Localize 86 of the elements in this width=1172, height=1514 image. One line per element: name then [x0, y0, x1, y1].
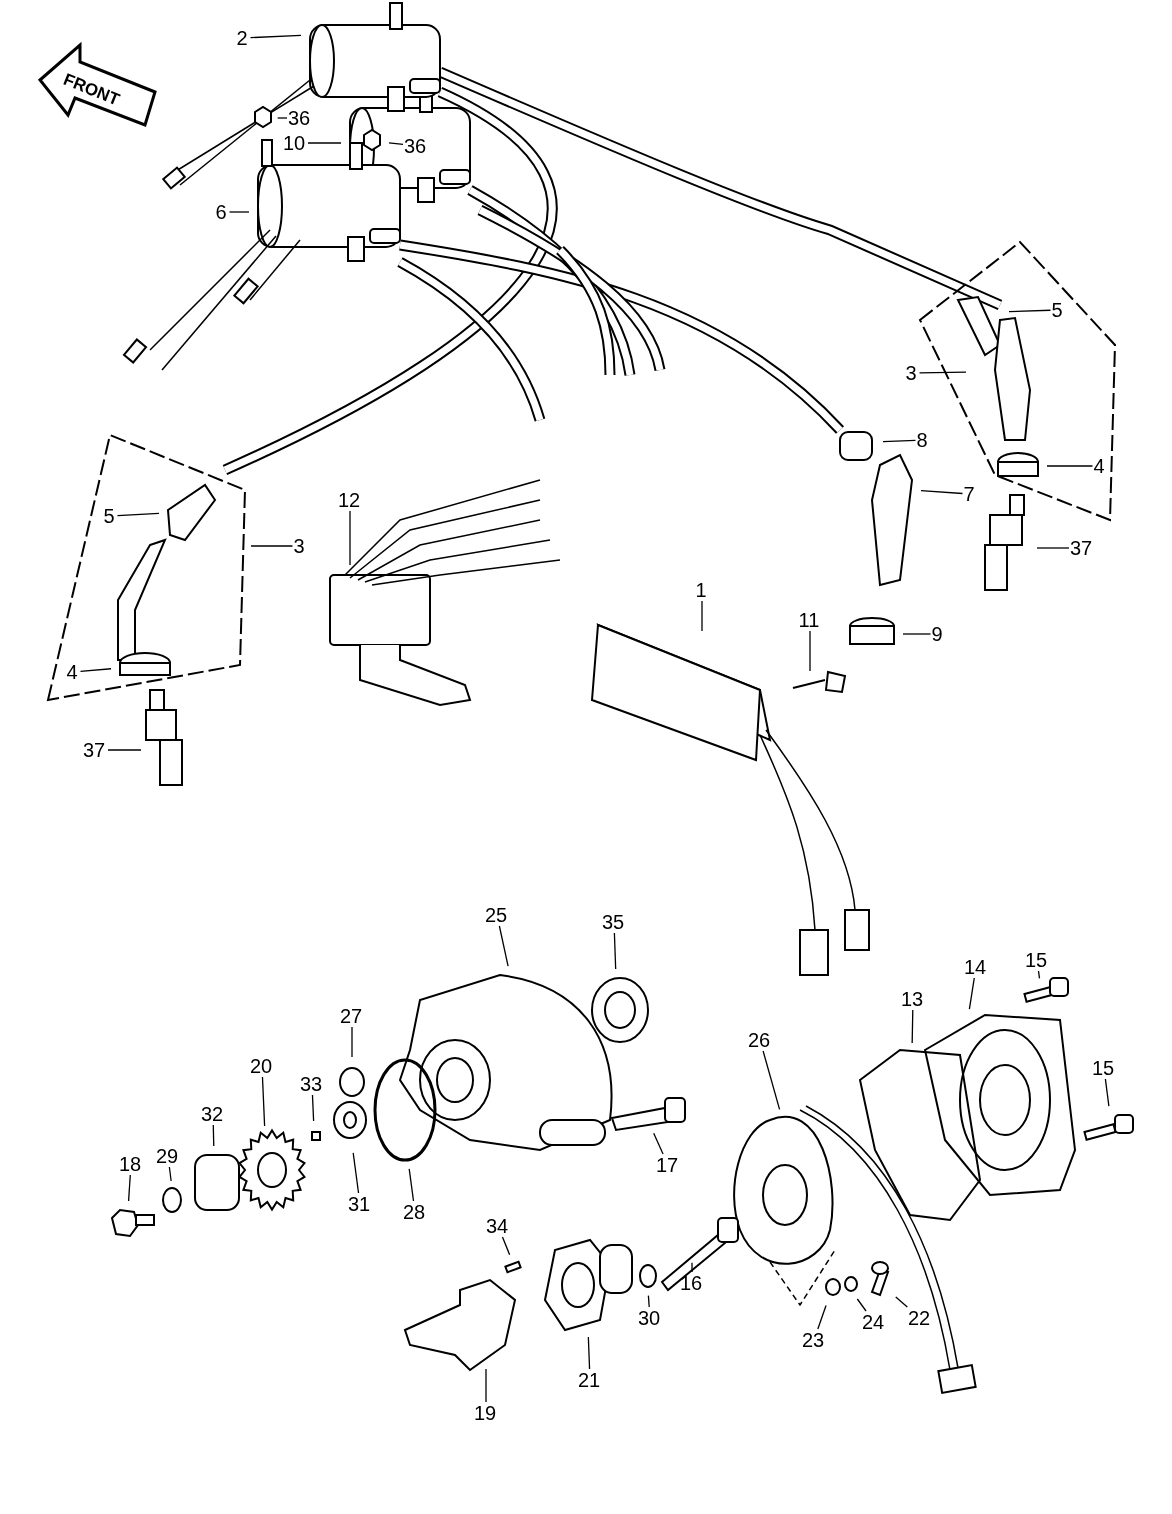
leader-line	[856, 1298, 867, 1312]
leader-line	[79, 668, 112, 672]
leader-line	[261, 1076, 266, 1127]
leader-line	[498, 925, 509, 967]
callout-number: 4	[1093, 455, 1105, 477]
callout-number: 25	[485, 904, 508, 926]
leader-line	[107, 749, 142, 751]
callout-number: 32	[201, 1103, 224, 1125]
leader-line	[408, 1168, 415, 1202]
leader-line	[277, 117, 288, 119]
leader-line	[349, 510, 351, 566]
callout-number: 35	[602, 911, 625, 933]
callout-number: 19	[474, 1402, 497, 1424]
callout-number: 7	[963, 483, 975, 505]
leader-line	[911, 1009, 914, 1044]
callout-number: 3	[905, 362, 917, 384]
callout-number: 28	[403, 1201, 426, 1223]
callout-number: 36	[288, 107, 311, 129]
leader-line	[653, 1132, 664, 1155]
callout-number: 12	[338, 489, 361, 511]
leader-line	[587, 1336, 591, 1370]
callout-number: 27	[340, 1005, 363, 1027]
callout-number: 31	[348, 1193, 371, 1215]
callout-number: 23	[802, 1329, 825, 1351]
leader-line	[388, 142, 404, 146]
leader-line	[1036, 547, 1070, 549]
callout-number: 1	[695, 579, 707, 601]
leader-line	[501, 1236, 511, 1256]
callout-number: 22	[908, 1307, 931, 1329]
callout-number: 8	[916, 429, 928, 451]
callout-number: 37	[1070, 537, 1093, 559]
leader-line	[647, 1295, 650, 1308]
leader-line	[968, 977, 975, 1010]
leader-line	[1104, 1078, 1110, 1107]
callout-number: 2	[236, 27, 248, 49]
leader-line	[352, 1152, 360, 1194]
leader-line	[817, 1304, 827, 1330]
callout-number: 33	[300, 1073, 323, 1095]
leader-line	[902, 633, 932, 635]
leader-line	[1037, 970, 1041, 979]
callout-number: 11	[798, 609, 820, 631]
leader-line	[351, 1026, 353, 1058]
callout-number: 18	[119, 1153, 142, 1175]
leader-line	[249, 34, 302, 39]
leader-line	[920, 489, 964, 495]
callout-number: 37	[83, 739, 106, 761]
callout-number: 24	[862, 1311, 885, 1333]
callout-number: 36	[404, 135, 427, 157]
callout-number: 10	[283, 132, 306, 154]
leader-line	[809, 630, 811, 672]
leader-line	[228, 211, 250, 213]
callout-number: 34	[486, 1215, 509, 1237]
callout-number: 4	[66, 661, 78, 683]
leader-line	[762, 1050, 781, 1110]
leader-line	[1008, 309, 1052, 313]
leader-line	[895, 1296, 908, 1308]
leader-line	[168, 1166, 172, 1182]
callout-number: 20	[250, 1055, 273, 1077]
callout-number: 26	[748, 1029, 771, 1051]
callout-number: 14	[964, 956, 987, 978]
leader-line	[485, 1368, 487, 1403]
callout-number: 17	[656, 1154, 679, 1176]
callout-number: 15	[1025, 949, 1048, 971]
leader-line	[613, 932, 617, 970]
leader-line	[307, 142, 342, 144]
callout-number: 21	[578, 1369, 601, 1391]
leader-line	[127, 1174, 131, 1202]
leader-line	[691, 1262, 693, 1273]
leader-line	[701, 600, 703, 632]
leader-line	[1046, 465, 1094, 467]
leader-line	[882, 439, 917, 443]
leader-line	[311, 1094, 315, 1122]
callout-number: 30	[638, 1307, 661, 1329]
callout-number: 29	[156, 1145, 179, 1167]
leader-line	[250, 545, 294, 547]
callout-number: 5	[1051, 299, 1063, 321]
callout-number: 16	[680, 1272, 703, 1294]
callout-number: 5	[103, 505, 115, 527]
callout-number: 3	[293, 535, 305, 557]
leader-line	[212, 1124, 215, 1147]
callout-number: 15	[1092, 1057, 1115, 1079]
callout-number: 9	[931, 623, 943, 645]
leader-line	[116, 512, 160, 517]
callout-number: 6	[215, 201, 227, 223]
leader-line	[918, 371, 967, 374]
callout-number: 13	[901, 988, 924, 1010]
